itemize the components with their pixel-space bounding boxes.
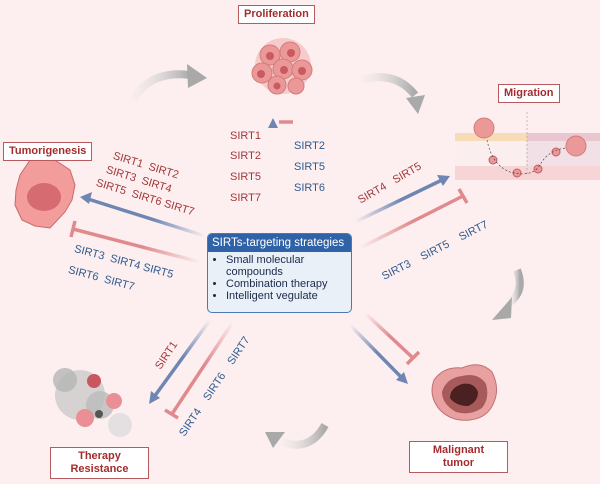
sirt-label: SIRT2 <box>294 140 325 152</box>
cycle-arrow-icon <box>507 268 524 306</box>
tumorigenesis-cell-icon <box>14 154 76 229</box>
arrowhead-icon <box>80 192 92 204</box>
sirt-label: SIRT1 <box>230 130 261 142</box>
node-label-tumorigenesis: Tumorigenesis <box>3 142 93 161</box>
promote-arrow-therapy <box>152 318 212 399</box>
cycle-arrow-icon <box>129 70 191 103</box>
cycle-arrows <box>129 64 524 449</box>
sirt-label: SIRT6 <box>294 182 325 194</box>
inhibit-bar-icon <box>69 220 77 238</box>
arrowhead-icon <box>268 118 278 128</box>
label-line: Resistance <box>70 463 129 475</box>
regulation-arrows <box>69 118 469 420</box>
promote-arrow-migration <box>354 178 443 224</box>
node-label-migration: Migration <box>498 84 560 103</box>
inhibit-bar-icon <box>405 350 421 366</box>
promote-arrow-malignant <box>348 323 404 380</box>
cycle-arrow-icon <box>280 422 329 449</box>
node-label-malignant-tumor: Malignant tumor <box>409 441 508 473</box>
inhibit-arrow-migration <box>359 194 464 250</box>
strategy-item-text: Small molecular <box>226 254 305 266</box>
cycle-arrowhead-icon <box>187 64 207 88</box>
sirt-label: SIRT7 <box>230 192 261 204</box>
promote-arrow-tumorigenesis <box>87 197 206 238</box>
migration-diagram-icon <box>455 112 600 180</box>
label-line: Malignant <box>432 444 485 456</box>
cycle-arrowhead-icon <box>492 297 512 320</box>
arrowhead-icon <box>149 391 160 404</box>
label-line: tumor <box>442 457 475 469</box>
cycle-arrowhead-icon <box>406 95 425 114</box>
inhibit-arrow-tumorigenesis <box>72 227 201 264</box>
sirt-label: SIRT5 <box>230 171 261 183</box>
cycle-arrow-icon <box>360 73 419 98</box>
strategy-item-text: compounds <box>226 266 283 278</box>
inhibit-arrow-therapy <box>170 321 235 415</box>
strategies-title: SIRTs-targeting strategies <box>208 234 351 252</box>
sirt-label: SIRT5 <box>294 161 325 173</box>
sirt-label: SIRT2 <box>230 150 261 162</box>
inhibit-bar-icon <box>457 188 469 204</box>
cycle-arrowhead-icon <box>265 432 285 448</box>
strategy-item: Intelligent vegulate <box>226 290 351 302</box>
arrowhead-icon <box>396 372 408 384</box>
node-label-proliferation: Proliferation <box>238 5 315 24</box>
strategies-box: SIRTs-targeting strategies Small molecul… <box>207 233 352 313</box>
strategy-item: Combination therapy <box>226 278 351 290</box>
arrowhead-icon <box>437 175 450 186</box>
proliferation-cell-cluster-icon <box>251 38 313 95</box>
node-label-therapy-resistance: Therapy Resistance <box>50 447 149 479</box>
malignant-tumor-icon <box>431 364 498 421</box>
therapy-resistance-cells-icon <box>53 368 132 437</box>
label-line: Therapy <box>78 450 121 462</box>
inhibit-bar-icon <box>164 408 179 420</box>
inhibit-arrow-malignant <box>363 311 415 360</box>
